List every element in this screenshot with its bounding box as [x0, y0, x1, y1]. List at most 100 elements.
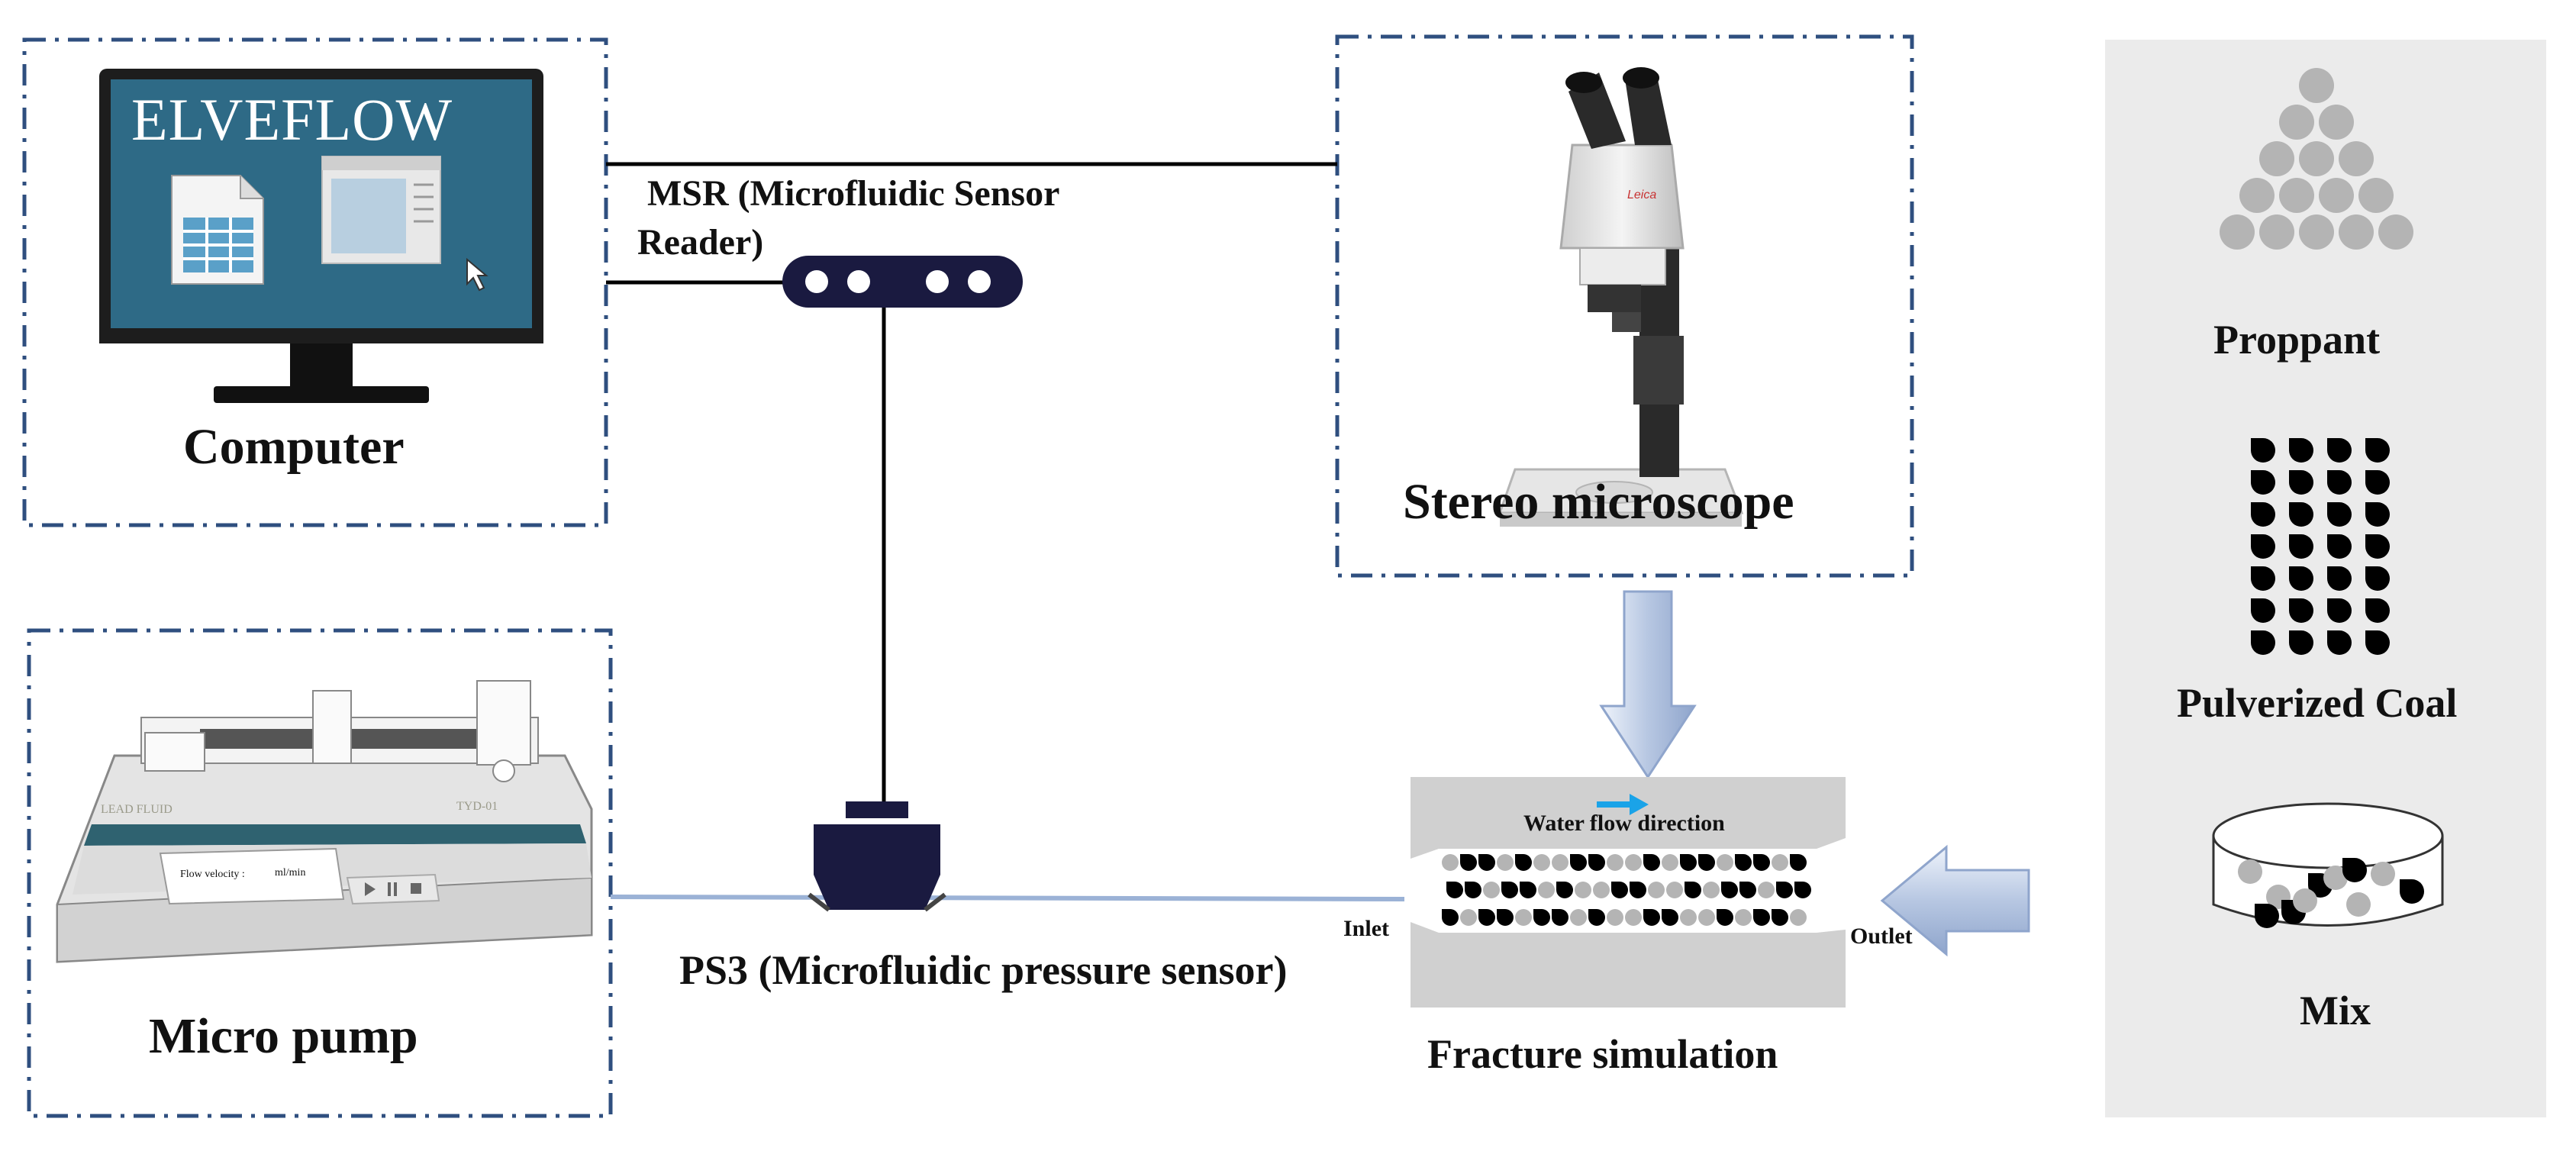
coal-particle [1717, 909, 1733, 926]
coal-particle [1570, 854, 1587, 871]
inlet-label: Inlet [1343, 916, 1389, 941]
coal-particle [1772, 909, 1788, 926]
coal-particle [2365, 502, 2390, 527]
coal-particle [1497, 909, 1514, 926]
coal-particle [2289, 630, 2313, 655]
proppant-particle [2259, 141, 2294, 176]
coal-particle [1515, 854, 1532, 871]
coal-particle [1552, 909, 1568, 926]
coal-particle [2251, 566, 2275, 591]
microscope-label: Stereo microscope [1403, 474, 1794, 530]
proppant-particle [1607, 909, 1623, 926]
msr-label-line1: MSR (Microfluidic Sensor [647, 173, 1060, 214]
fluid-line [610, 895, 1405, 901]
coal-particle [2365, 630, 2390, 655]
computer-label: Computer [183, 419, 405, 475]
coal-particle [1501, 882, 1518, 898]
proppant-particle [1625, 909, 1642, 926]
coal-particle [1611, 882, 1628, 898]
proppant-particle [1717, 854, 1733, 871]
coal-particle [1556, 882, 1573, 898]
legend-proppant-label: Proppant [2213, 317, 2381, 363]
coal-particle [1662, 909, 1678, 926]
proppant-particle [1698, 909, 1715, 926]
proppant-particle [2259, 214, 2294, 250]
pump-label: Micro pump [149, 1008, 418, 1064]
proppant-particle [2239, 178, 2275, 213]
flow-direction-label: Water flow direction [1523, 811, 1725, 836]
proppant-particle [2323, 866, 2348, 890]
coal-particle [2289, 534, 2313, 559]
coal-particle [1790, 854, 1807, 871]
coal-particle [2251, 470, 2275, 495]
coal-particle [1588, 909, 1605, 926]
coal-particle [1685, 882, 1701, 898]
proppant-particle [1497, 854, 1514, 871]
legend-mix-label: Mix [2300, 988, 2371, 1033]
proppant-particle [2378, 214, 2413, 250]
coal-particle [2289, 598, 2313, 623]
fracture-cell [1411, 777, 1846, 1008]
coal-particle [1478, 854, 1495, 871]
microscope-icon: Leica [1498, 67, 1744, 527]
proppant-particle [1680, 909, 1697, 926]
proppant-particle [2279, 178, 2314, 213]
legend-coal-label: Pulverized Coal [2177, 680, 2458, 726]
proppant-particle [1666, 882, 1683, 898]
flow-direction-arrow [1597, 794, 1649, 815]
coal-particle [2365, 598, 2390, 623]
msr-label-line2: Reader) [637, 222, 764, 263]
coal-particle [1478, 909, 1495, 926]
coal-particle [2255, 904, 2279, 928]
svg-text:Leica: Leica [1627, 189, 1656, 202]
coal-particle [2327, 534, 2352, 559]
coal-particle [1465, 882, 1481, 898]
coal-particle [1735, 854, 1752, 871]
proppant-particle [2299, 68, 2334, 103]
coal-particle [2289, 502, 2313, 527]
coal-particle [2342, 858, 2367, 882]
outlet-label: Outlet [1850, 924, 1913, 949]
proppant-particle [1735, 909, 1752, 926]
coal-particle [2365, 470, 2390, 495]
coal-particle [1446, 882, 1463, 898]
proppant-particle [2339, 141, 2374, 176]
coal-particle [1588, 854, 1605, 871]
coal-particle [1643, 854, 1660, 871]
coal-particle [2327, 598, 2352, 623]
coal-particle [1533, 909, 1550, 926]
proppant-particle [1625, 854, 1642, 871]
coal-particle [1460, 854, 1477, 871]
proppant-particle [2346, 892, 2371, 917]
coal-particle [1721, 882, 1738, 898]
proppant-particle [1607, 854, 1623, 871]
monitor-icon [99, 69, 543, 403]
proppant-particle [2319, 105, 2354, 140]
proppant-particle [2371, 862, 2395, 886]
pump-frame [27, 628, 613, 1118]
proppant-particle [1533, 854, 1550, 871]
coal-particle [2289, 470, 2313, 495]
observe-arrow [1599, 590, 1697, 779]
proppant-particle [1593, 882, 1610, 898]
proppant-particle [2299, 141, 2334, 176]
proppant-particle [1483, 882, 1500, 898]
pump-flow-label: Flow velocity : [180, 869, 245, 880]
proppant-particle [1515, 909, 1532, 926]
coal-particle [1753, 909, 1770, 926]
pressure-sensor-icon [808, 801, 946, 912]
proppant-particle [1703, 882, 1720, 898]
pump-brand-right: TYD-01 [456, 800, 498, 813]
coal-particle [2251, 630, 2275, 655]
proppant-particle [1538, 882, 1555, 898]
coal-particle [2251, 534, 2275, 559]
microscope-frame [1335, 34, 1914, 578]
coal-particle [2327, 438, 2352, 463]
proppant-particle [1648, 882, 1665, 898]
mix-dish-icon [2212, 802, 2444, 928]
coal-particle [1739, 882, 1756, 898]
ps3-label: PS3 (Microfluidic pressure sensor) [679, 947, 1288, 993]
fracture-label: Fracture simulation [1427, 1031, 1778, 1077]
proppant-particle [2279, 105, 2314, 140]
coal-particle [1643, 909, 1660, 926]
